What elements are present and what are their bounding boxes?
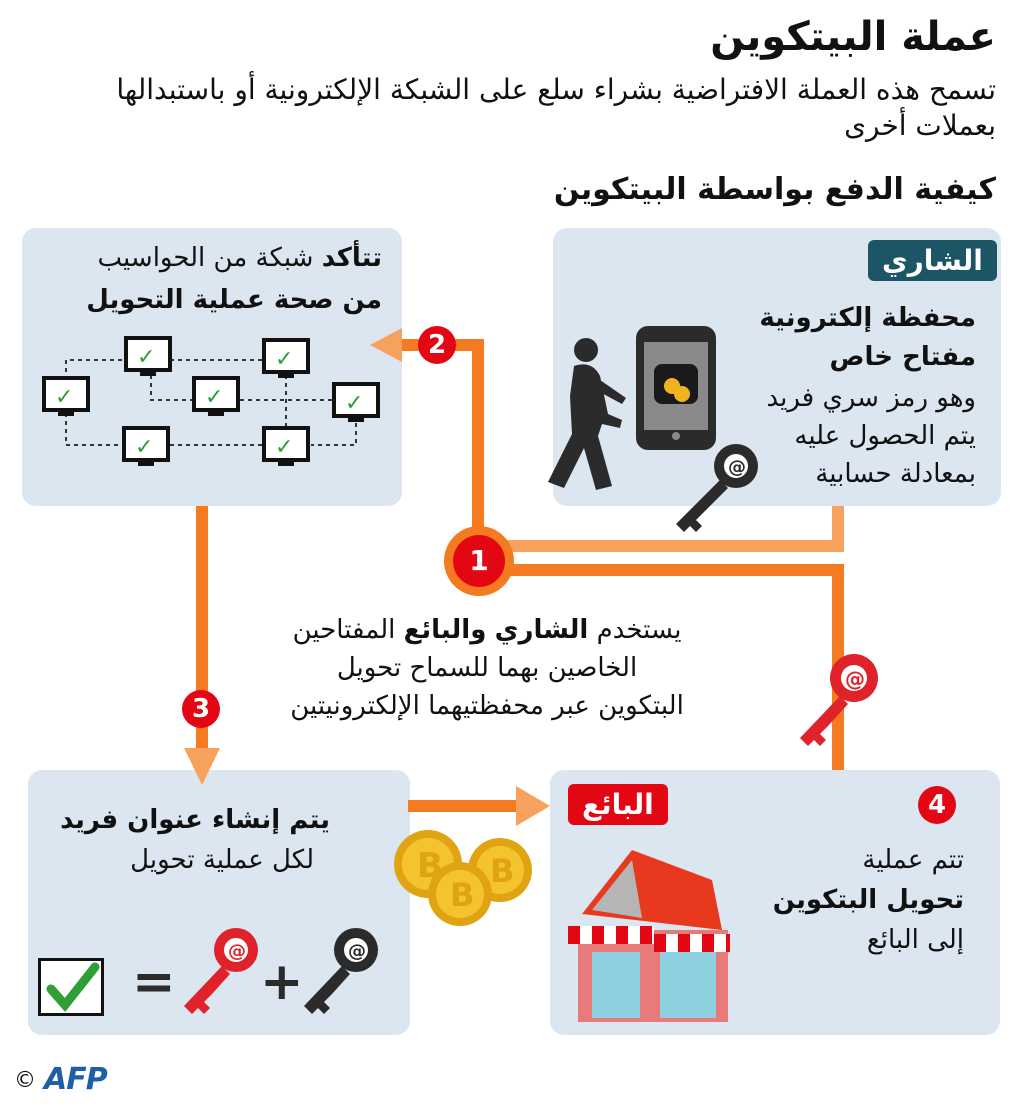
step-2-badge: 2	[418, 326, 456, 364]
svg-text:@: @	[845, 667, 865, 691]
valid-check-icon	[38, 958, 104, 1016]
plus-sign: +	[260, 952, 304, 1012]
copyright-symbol: ©	[14, 1068, 36, 1093]
step-1-line-1: يستخدم الشاري والبائع المفتاحين	[262, 612, 712, 649]
step-1-line-3: البتكوين عبر محفظتيهما الإلكترونيتين	[290, 691, 684, 721]
svg-text:B: B	[490, 852, 514, 890]
seller-text-3: إلى البائع	[866, 925, 964, 955]
phone-wallet-icon	[636, 326, 716, 450]
computer-icon-6: ✓	[122, 426, 170, 466]
computer-icon-5: ✓	[332, 382, 380, 422]
svg-text:@: @	[228, 941, 246, 962]
step-1-word-seller: والبائع	[403, 615, 487, 645]
step-3-badge: 3	[182, 690, 220, 728]
step-1-word-keys: المفتاحين	[292, 615, 396, 645]
step-1-number: 1	[453, 535, 505, 587]
address-dark-key-icon: @	[304, 928, 378, 1014]
private-key-label: مفتاح خاص	[829, 342, 976, 372]
computer-icon-1: ✓	[124, 336, 172, 376]
computer-icon-7: ✓	[262, 426, 310, 466]
svg-text:✓: ✓	[345, 391, 363, 416]
svg-text:✓: ✓	[205, 385, 223, 410]
svg-text:✓: ✓	[275, 347, 293, 372]
step-1-line-2: الخاصين بهما للسماح تحويل	[336, 653, 638, 683]
afp-logo: AFP	[44, 1062, 108, 1097]
computer-icon-2: ✓	[262, 338, 310, 378]
computer-icon-4: ✓	[192, 376, 240, 416]
network-panel	[22, 228, 402, 506]
step-4-badge: 4	[918, 786, 956, 824]
private-key-desc-2: يتم الحصول عليه	[794, 421, 976, 451]
step-1-word-uses: يستخدم	[596, 615, 682, 645]
computer-network-diagram: ✓ ✓ ✓ ✓ ✓ ✓ ✓	[42, 336, 380, 466]
svg-text:✓: ✓	[55, 385, 73, 410]
private-key-desc-1: وهو رمز سري فريد	[766, 383, 976, 413]
buyer-key-icon: @	[676, 444, 758, 532]
buyer-person-icon	[548, 338, 626, 490]
seller-text-1: تتم عملية	[862, 845, 964, 875]
address-red-key-icon: @	[184, 928, 258, 1014]
svg-text:B: B	[450, 876, 474, 914]
svg-text:@: @	[728, 457, 746, 478]
network-computers-text: شبكة من الحواسيب	[97, 243, 314, 273]
private-key-desc-3: بمعادلة حسابية	[815, 459, 976, 489]
address-heading: يتم إنشاء عنوان فريد	[60, 805, 330, 835]
equals-sign: =	[132, 952, 176, 1012]
page-title: عملة البيتكوين	[710, 14, 996, 60]
computer-icon-3: ✓	[42, 376, 90, 416]
shop-icon	[568, 850, 730, 1022]
svg-text:✓: ✓	[137, 345, 155, 370]
seller-key-icon: @	[800, 654, 878, 746]
svg-text:✓: ✓	[275, 435, 293, 460]
network-verify-word: تتأكد	[321, 243, 382, 273]
address-subtext: لكل عملية تحويل	[130, 845, 314, 875]
bitcoin-coins-icon: B B B	[394, 830, 532, 926]
seller-text-2: تحويل البتكوين	[772, 885, 964, 915]
page-subtitle: تسمح هذه العملة الافتراضية بشراء سلع على…	[116, 73, 996, 142]
svg-text:✓: ✓	[135, 435, 153, 460]
step-1-word-buyer: الشاري	[494, 615, 589, 645]
buyer-tag: الشاري	[868, 240, 997, 281]
network-label-1: تتأكد شبكة من الحواسيب	[98, 240, 382, 277]
seller-tag: البائع	[568, 784, 668, 825]
wallet-label: محفظة إلكترونية	[759, 303, 976, 333]
section-heading: كيفية الدفع بواسطة البيتكوين	[553, 172, 996, 207]
step-1-badge: 1	[444, 526, 514, 596]
network-label-2: من صحة عملية التحويل	[86, 285, 382, 315]
svg-text:@: @	[348, 941, 366, 962]
